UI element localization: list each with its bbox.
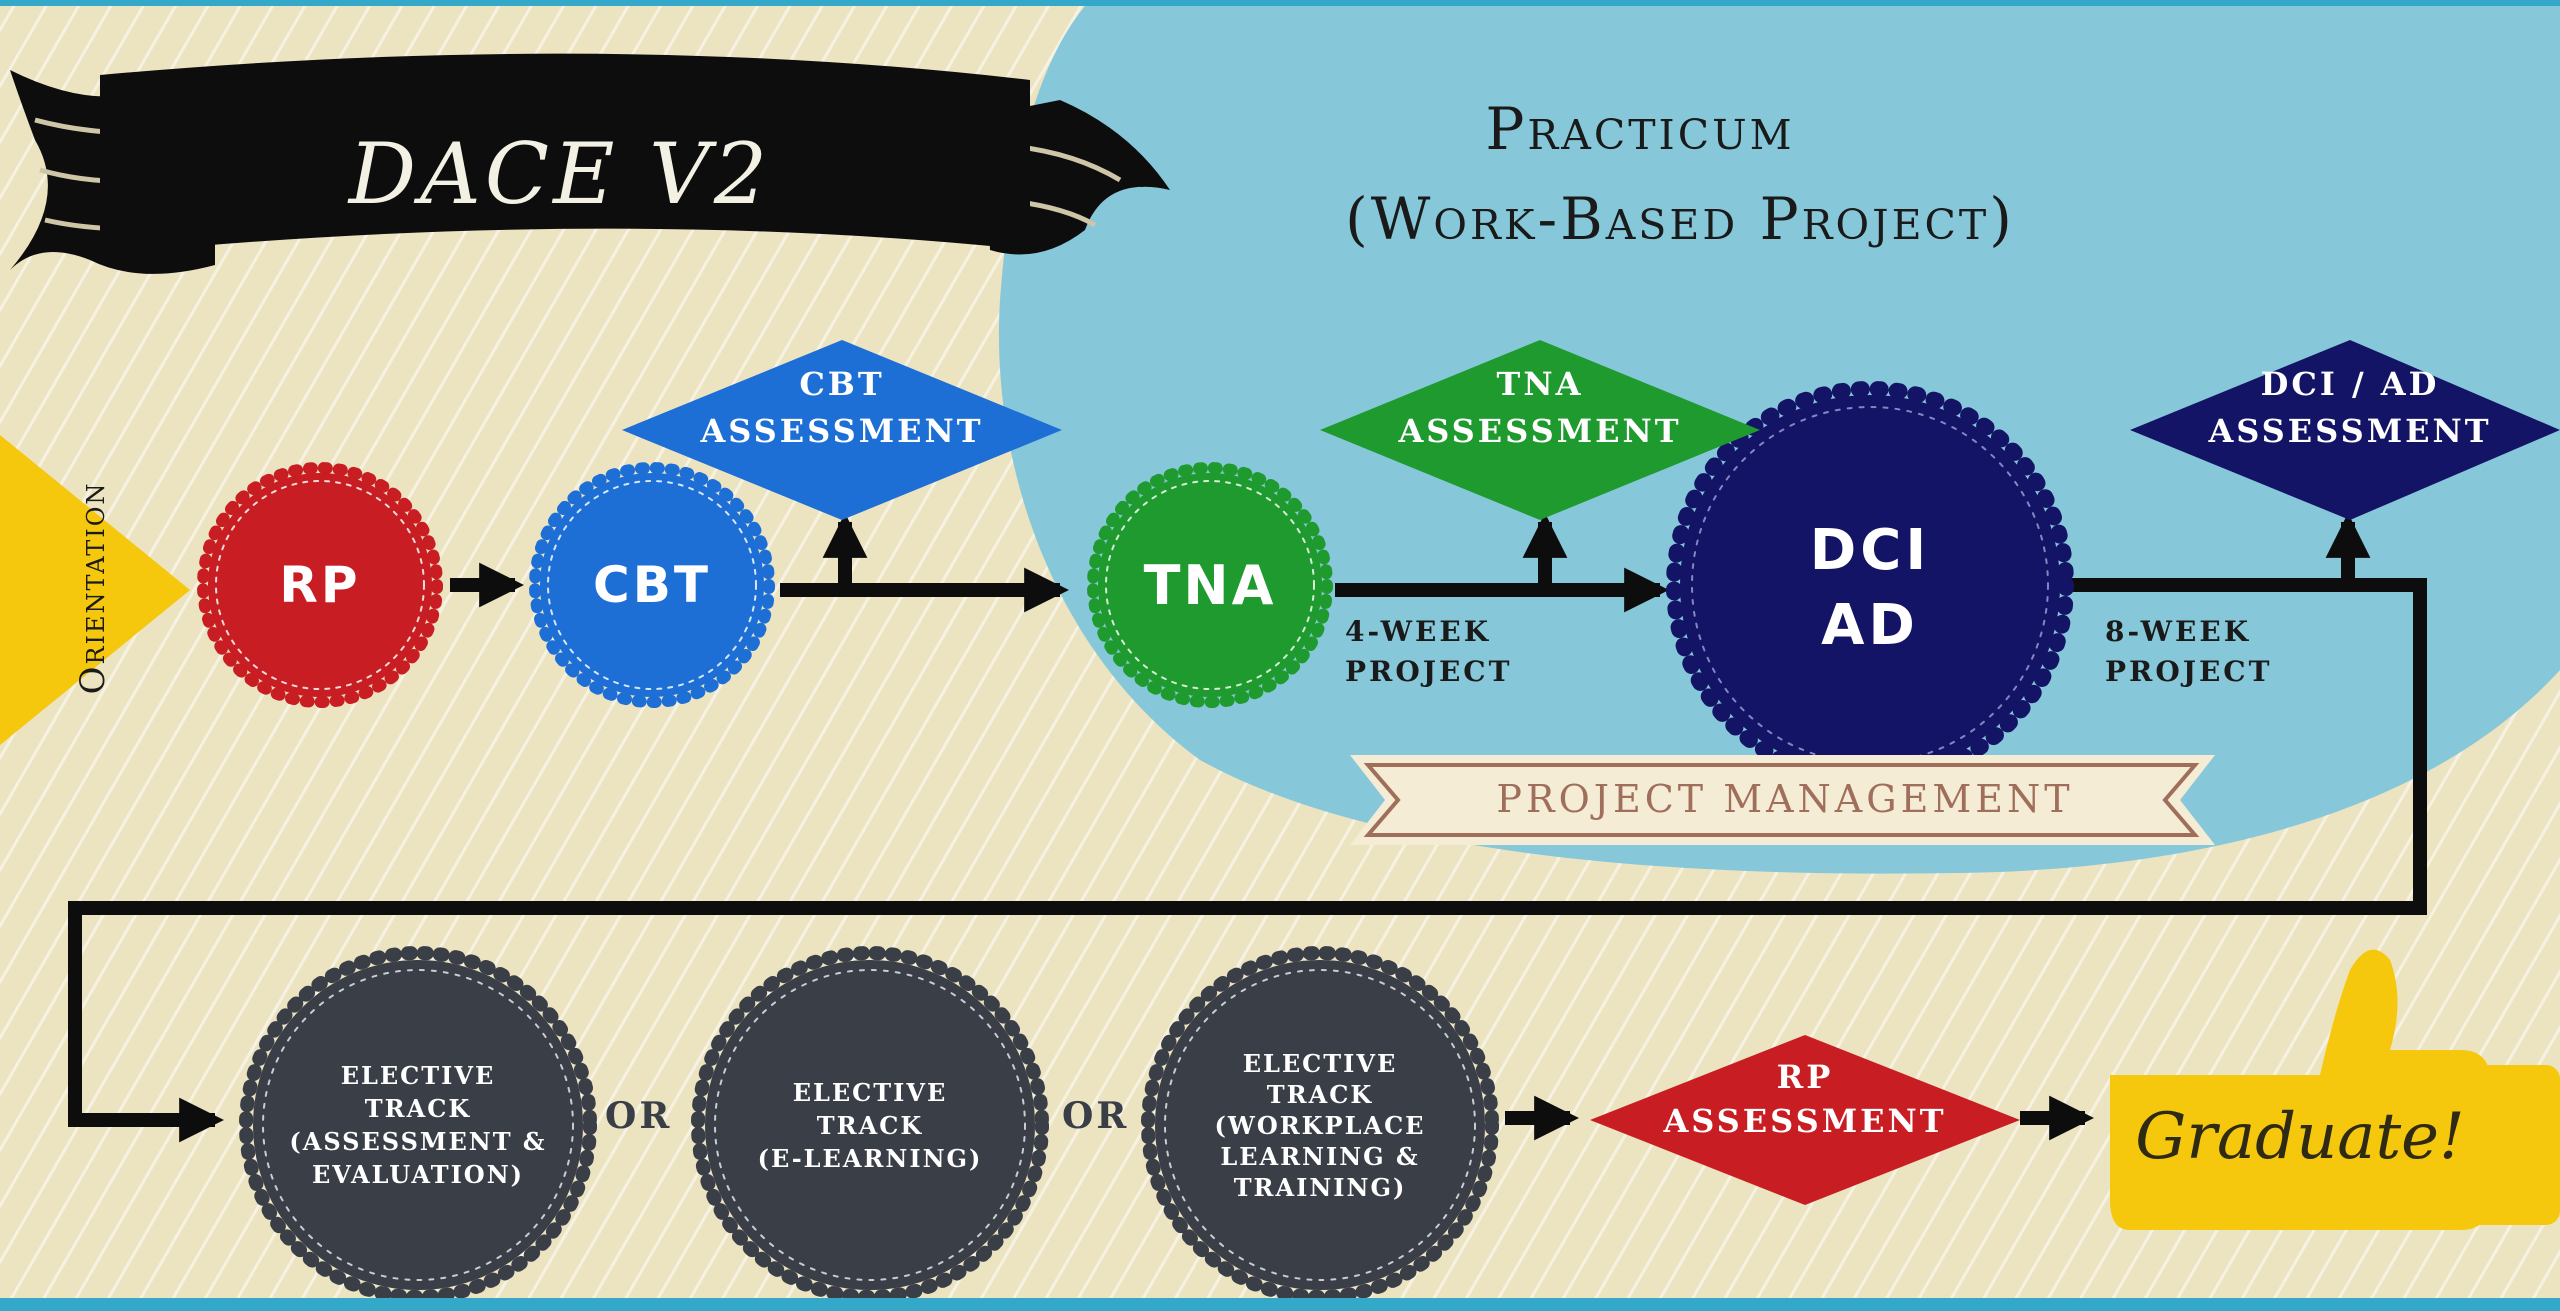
tna-assessment-diamond bbox=[1320, 340, 1760, 520]
elective-workplace-label: ELECTIVE TRACK (WORKPLACE LEARNING & TRA… bbox=[1214, 1048, 1426, 1202]
elective-assessment-label: ELECTIVE TRACK (ASSESSMENT & EVALUATION) bbox=[289, 1061, 547, 1189]
or-label-2: OR bbox=[1062, 1095, 1130, 1137]
elective-elearning-label: ELECTIVE TRACK (E-LEARNING) bbox=[757, 1077, 983, 1173]
bottom-border bbox=[0, 1298, 2560, 1311]
eight-week-note-line2: PROJECT bbox=[2105, 655, 2273, 688]
practicum-title: Practicum bbox=[1485, 95, 1795, 163]
cbt-assessment-line2: ASSESSMENT bbox=[700, 412, 984, 450]
elective-circles bbox=[239, 946, 1499, 1304]
dci-assessment-diamond bbox=[2130, 340, 2560, 520]
dci-label-line2: AD bbox=[1821, 592, 1919, 658]
four-week-note-line2: PROJECT bbox=[1345, 655, 1513, 688]
cbt-label: CBT bbox=[593, 556, 711, 614]
rp-assessment-line1: RP bbox=[1776, 1058, 1834, 1096]
banner-right-tail bbox=[985, 100, 1170, 255]
dci-assessment-line1: DCI / AD bbox=[2260, 365, 2440, 403]
eight-week-note-line1: 8-WEEK bbox=[2105, 615, 2252, 648]
top-border bbox=[0, 0, 2560, 6]
cbt-assessment-diamond bbox=[622, 340, 1062, 520]
tna-assessment-line2: ASSESSMENT bbox=[1398, 412, 1682, 450]
four-week-note-line1: 4-WEEK bbox=[1345, 615, 1492, 648]
practicum-subtitle: (Work-Based Project) bbox=[1345, 185, 2015, 253]
tna-label: TNA bbox=[1143, 553, 1277, 617]
or-label-1: OR bbox=[605, 1095, 673, 1137]
dci-assessment-line2: ASSESSMENT bbox=[2208, 412, 2492, 450]
tna-circle bbox=[1087, 462, 1333, 708]
graduate-label: Graduate! bbox=[2135, 1100, 2465, 1174]
project-management-label: PROJECT MANAGEMENT bbox=[1496, 777, 2074, 821]
rp-label: RP bbox=[279, 556, 361, 614]
dci-label-line1: DCI bbox=[1809, 517, 1931, 583]
cbt-circle bbox=[529, 462, 775, 708]
connector-loop bbox=[68, 578, 2427, 1143]
rp-assessment-diamond bbox=[1590, 1035, 2020, 1205]
cbt-assessment-line1: CBT bbox=[799, 365, 885, 403]
banner-body bbox=[100, 53, 1030, 256]
tna-assessment-line1: TNA bbox=[1496, 365, 1584, 403]
banner-title: DACE V2 bbox=[348, 125, 772, 223]
rp-circle bbox=[197, 462, 443, 708]
rp-assessment-line2: ASSESSMENT bbox=[1663, 1102, 1947, 1140]
